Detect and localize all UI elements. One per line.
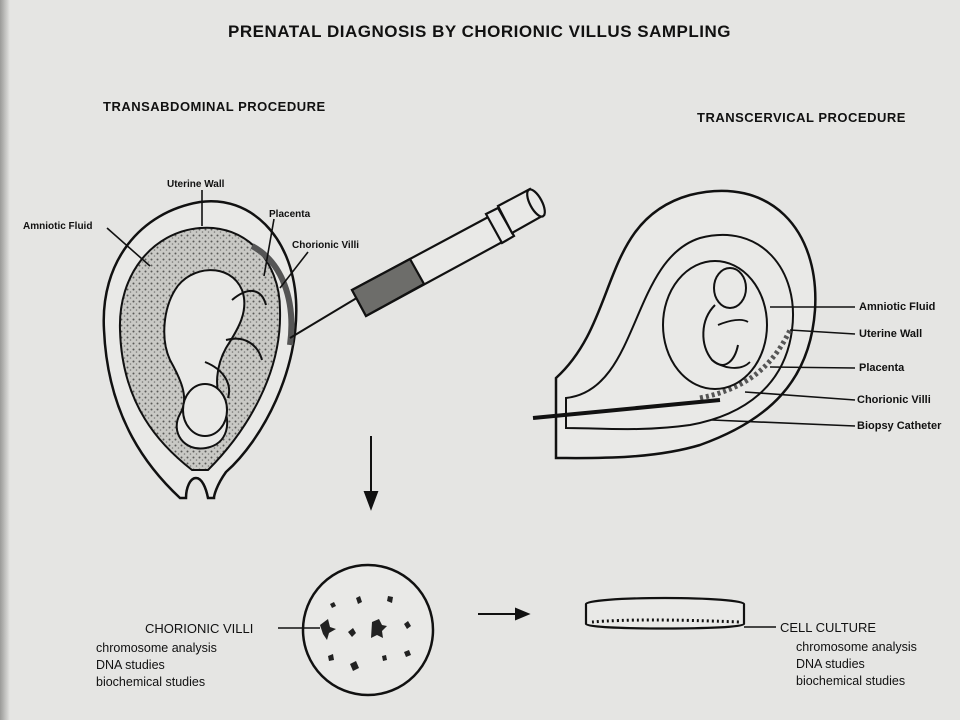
villi-use-item: DNA studies	[96, 658, 165, 672]
transabdominal-uterus	[102, 199, 298, 500]
right-arrow-icon	[478, 607, 531, 621]
label-placenta: Placenta	[269, 209, 311, 220]
down-arrow-icon	[363, 436, 379, 511]
transcervical-heading: TRANSCERVICAL PROCEDURE	[697, 110, 906, 125]
transcervical-leaders	[711, 306, 856, 427]
culture-use-item: DNA studies	[796, 657, 865, 671]
culture-use-item: chromosome analysis	[796, 640, 917, 654]
culture-use-item: biochemical studies	[796, 674, 906, 688]
label-tc-uterine-wall: Uterine Wall	[859, 328, 923, 340]
transabdominal-heading: TRANSABDOMINAL PROCEDURE	[103, 99, 326, 114]
label-chorionic-villi: Chorionic Villi	[292, 240, 360, 251]
villi-use-item: chromosome analysis	[96, 641, 217, 655]
villi-uses-list: chromosome analysis DNA studies biochemi…	[96, 640, 217, 691]
label-cell-culture: CELL CULTURE	[780, 620, 877, 635]
chorionic-villi-dish	[301, 563, 435, 697]
page-title: PRENATAL DIAGNOSIS BY CHORIONIC VILLUS S…	[228, 22, 731, 41]
transcervical-uterus	[554, 189, 817, 460]
syringe	[289, 187, 546, 339]
villi-use-item: biochemical studies	[96, 675, 206, 689]
label-tc-chorionic-villi: Chorionic Villi	[857, 394, 931, 406]
transabdominal-leaders	[106, 190, 309, 289]
label-tc-biopsy-catheter: Biopsy Catheter	[857, 420, 942, 432]
label-tc-placenta: Placenta	[859, 362, 905, 374]
label-tc-amniotic-fluid: Amniotic Fluid	[859, 301, 936, 313]
culture-uses-list: chromosome analysis DNA studies biochemi…	[796, 639, 917, 690]
label-villi-sample: CHORIONIC VILLI	[145, 621, 254, 636]
cell-culture-dish	[584, 596, 746, 630]
biopsy-catheter-line	[532, 398, 721, 420]
label-uterine-wall: Uterine Wall	[167, 179, 225, 190]
label-amniotic-fluid: Amniotic Fluid	[23, 221, 93, 232]
